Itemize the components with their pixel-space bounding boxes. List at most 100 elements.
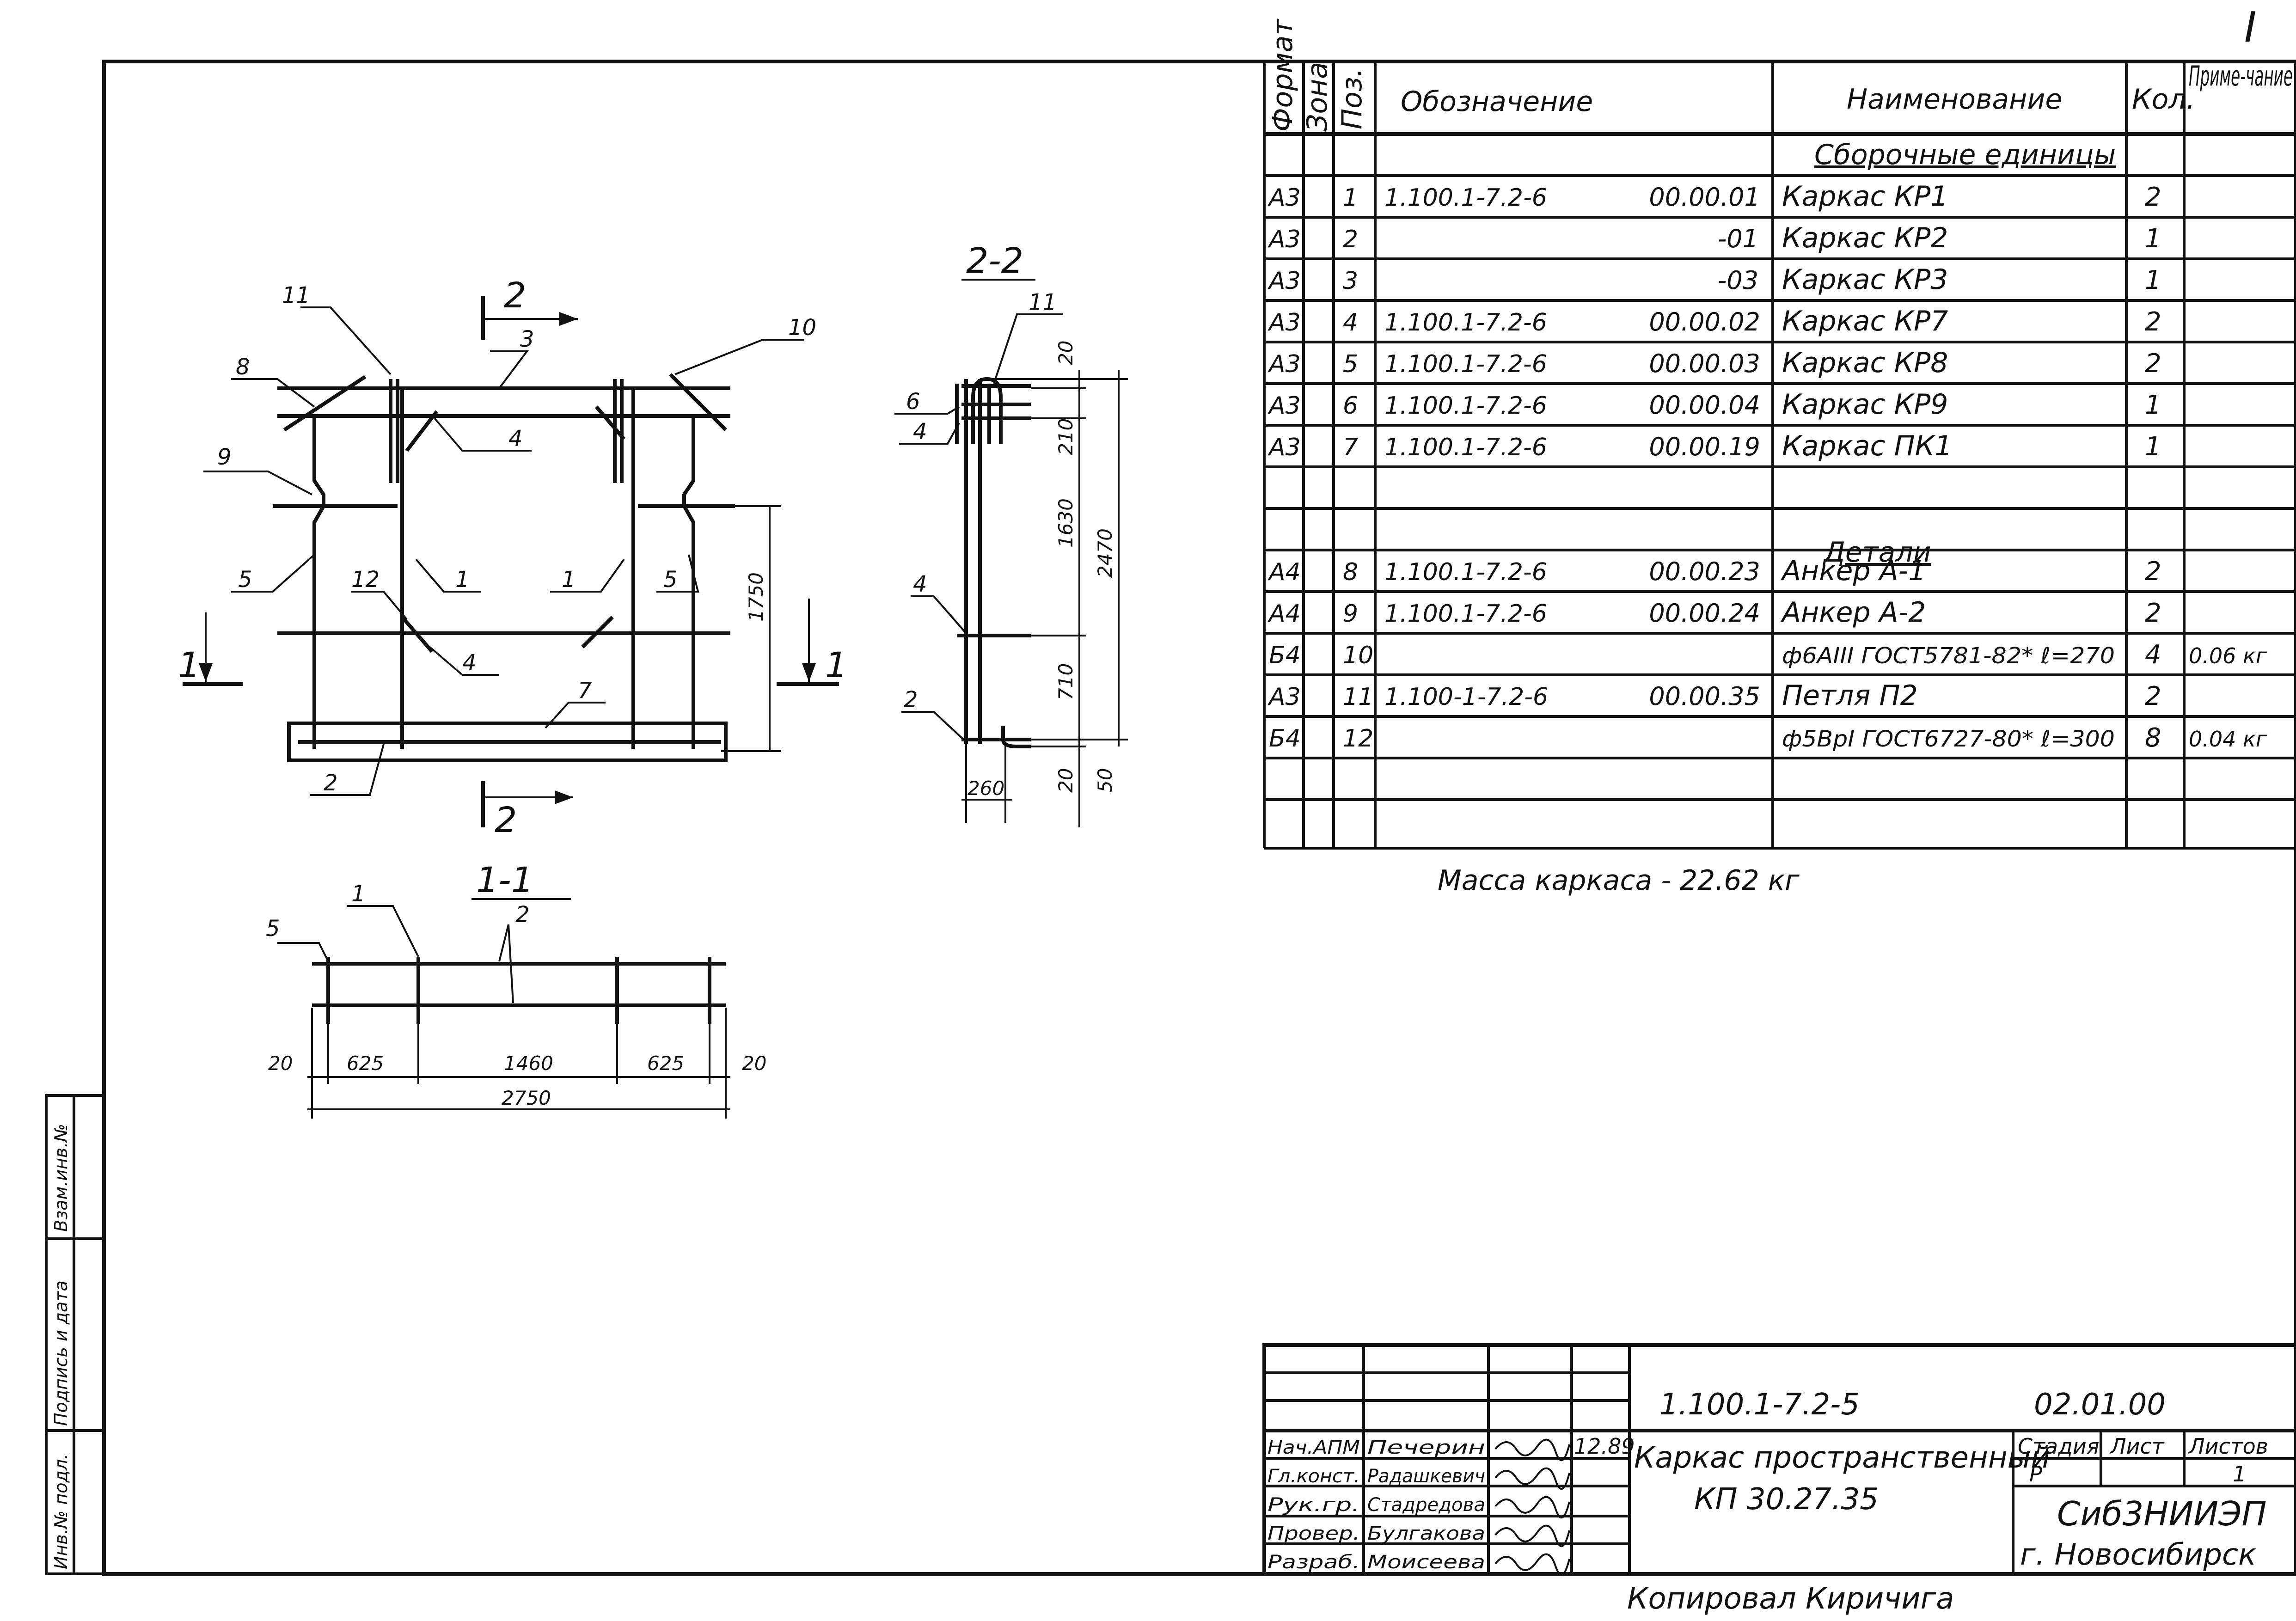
spec-header-name: Наименование <box>1847 83 2062 116</box>
section-1-1-annotations <box>277 898 730 1119</box>
side-stamp-sign-date: Подпись и дата <box>51 1280 71 1426</box>
spec-cell-designation: 1.100-1-7.2-6 <box>1384 683 1548 711</box>
spec-header-pos: Поз. <box>1336 68 1368 129</box>
spec-cell-pos: 11 <box>1343 683 1373 711</box>
title-block-org-line1: Сиб3НИИЭП <box>2057 1494 2267 1533</box>
section-1-1-labels: 1-1 1 2 5 20 625 1460 625 20 2750 <box>266 859 766 1109</box>
title-block-sheets-value: 1 <box>2233 1462 2246 1486</box>
spec-cell-qty: 2 <box>2145 307 2161 337</box>
title-block-role: Гл.конст. <box>1267 1466 1360 1487</box>
section-2-2-annotations <box>894 279 1128 827</box>
spec-cell-code: 00.00.24 <box>1649 599 1760 628</box>
spec-cell-designation: 1.100.1-7.2-6 <box>1384 184 1547 212</box>
dim-2-2-2470: 2470 <box>1094 528 1116 578</box>
callout-1-left: 1 <box>455 567 470 593</box>
title-block-role: Рук.гр. <box>1267 1494 1360 1516</box>
spec-cell-format: А4 <box>1267 558 1301 586</box>
spec-cell-code: 00.00.04 <box>1649 391 1760 420</box>
dim-625-right: 625 <box>647 1052 684 1075</box>
spec-cell-pos: 4 <box>1343 309 1358 336</box>
spec-cell-format: А4 <box>1267 600 1301 628</box>
spec-cell-name: Каркас КР9 <box>1782 388 1948 421</box>
spec-cell-designation: 1.100.1-7.2-6 <box>1384 558 1547 586</box>
spec-cell-code: -01 <box>1718 224 1758 253</box>
spec-cell-name: ф5ВрI ГОСТ6727-80* ℓ=300 <box>1782 726 2115 752</box>
title-block-stage-value: Р <box>2029 1462 2042 1486</box>
callout-1-right: 1 <box>562 567 576 593</box>
title-block-title-line2: КП 30.27.35 <box>1694 1482 1879 1517</box>
spec-cell-format: А3 <box>1267 309 1301 336</box>
callout-10: 10 <box>788 315 816 341</box>
title-block-person-name: Радашкевич <box>1367 1466 1485 1487</box>
page-corner-mark: I <box>2244 3 2257 52</box>
dim-height-1750: 1750 <box>745 572 767 622</box>
callout-3: 3 <box>520 326 534 352</box>
main-view-geometry <box>273 373 735 762</box>
spec-cell-qty: 2 <box>2145 681 2161 711</box>
spec-cell-designation: 1.100.1-7.2-6 <box>1384 434 1547 461</box>
spec-cell-qty: 4 <box>2145 640 2161 670</box>
dim-2-2-260: 260 <box>967 777 1004 800</box>
callout-5-right: 5 <box>663 567 678 593</box>
spec-cell-name: Анкер А-1 <box>1780 555 1926 587</box>
spec-cell-designation: 1.100.1-7.2-6 <box>1384 600 1547 628</box>
spec-cell-qty: 2 <box>2145 598 2161 628</box>
spec-cell-format: А3 <box>1267 392 1301 420</box>
section-mark-bottom: 2 <box>495 799 517 840</box>
mass-note: Масса каркаса - 22.62 кг <box>1438 864 1800 897</box>
main-view-callouts: 11 8 3 10 9 4 5 12 1 1 5 4 7 2 2 2 1 1 1… <box>178 275 847 840</box>
dim-2-2-20-bottom: 20 <box>1054 768 1077 793</box>
spec-cell-code: 00.00.01 <box>1649 183 1760 212</box>
callout-11: 11 <box>282 282 310 308</box>
spec-section-assemblies: Сборочные единицы <box>1814 139 2116 171</box>
spec-section-details: Детали <box>1822 536 1931 569</box>
dim-2-2-710: 710 <box>1054 663 1077 700</box>
spec-cell-pos: 1 <box>1343 184 1358 212</box>
spec-cell-pos: 6 <box>1343 392 1358 420</box>
spec-cell-format: Б4 <box>1269 725 1301 752</box>
spec-cell-pos: 8 <box>1343 558 1358 586</box>
spec-cell-name: Каркас КР7 <box>1782 305 1948 337</box>
spec-cell-designation: 1.100.1-7.2-6 <box>1384 309 1547 336</box>
callout-9: 9 <box>217 444 232 470</box>
section-2-2-labels: 2-2 11 6 4 4 2 20 210 1630 2470 710 20 5… <box>904 240 1116 800</box>
spec-header-qty: Кол. <box>2132 83 2195 116</box>
title-block-date: 12.89 <box>1574 1434 1635 1459</box>
callout-8: 8 <box>236 354 250 380</box>
side-stamp-replace-inv: Взам.инв.№ <box>51 1124 71 1232</box>
spec-cell-qty: 1 <box>2145 432 2161 462</box>
sheet-frame <box>102 60 2296 1576</box>
spec-cell-name: Петля П2 <box>1782 679 1918 712</box>
spec-cell-code: 00.00.35 <box>1649 682 1760 711</box>
spec-cell-qty: 1 <box>2145 265 2161 295</box>
title-block-grid <box>1262 1343 2296 1576</box>
title-block-person-name: Моисеева <box>1367 1552 1485 1573</box>
spec-cell-name: Анкер А-2 <box>1780 596 1926 629</box>
spec-cell-code: 00.00.19 <box>1649 432 1760 461</box>
title-block-doc-number: 1.100.1-7.2-5 <box>1659 1388 1860 1422</box>
callout-12: 12 <box>351 567 380 593</box>
spec-cell-name: Каркас КР1 <box>1782 180 1948 213</box>
spec-cell-qty: 8 <box>2145 723 2161 753</box>
spec-table-grid <box>1263 61 2296 850</box>
spec-cell-format: А3 <box>1267 683 1301 711</box>
section-1-1-geometry <box>312 957 726 1024</box>
spec-cell-designation: 1.100.1-7.2-6 <box>1384 392 1547 420</box>
spec-cell-qty: 1 <box>2145 390 2161 420</box>
section-1-1-callout-1: 1 <box>351 881 366 907</box>
spec-cell-format: А3 <box>1267 226 1301 253</box>
section-1-1-title: 1-1 <box>476 859 533 900</box>
spec-cell-pos: 2 <box>1343 226 1358 253</box>
section-mark-top: 2 <box>504 275 526 316</box>
spec-cell-code: 00.00.23 <box>1649 557 1760 586</box>
dim-625-left: 625 <box>347 1052 384 1075</box>
section-2-2-title: 2-2 <box>966 240 1023 281</box>
side-stamp-inv-orig: Инв.№ подл. <box>51 1454 71 1569</box>
spec-cell-pos: 5 <box>1343 350 1358 378</box>
signature-mark <box>1494 1496 1570 1519</box>
title-block-sheet-code: 02.01.00 <box>2034 1388 2166 1422</box>
main-view-leaders <box>183 296 839 827</box>
